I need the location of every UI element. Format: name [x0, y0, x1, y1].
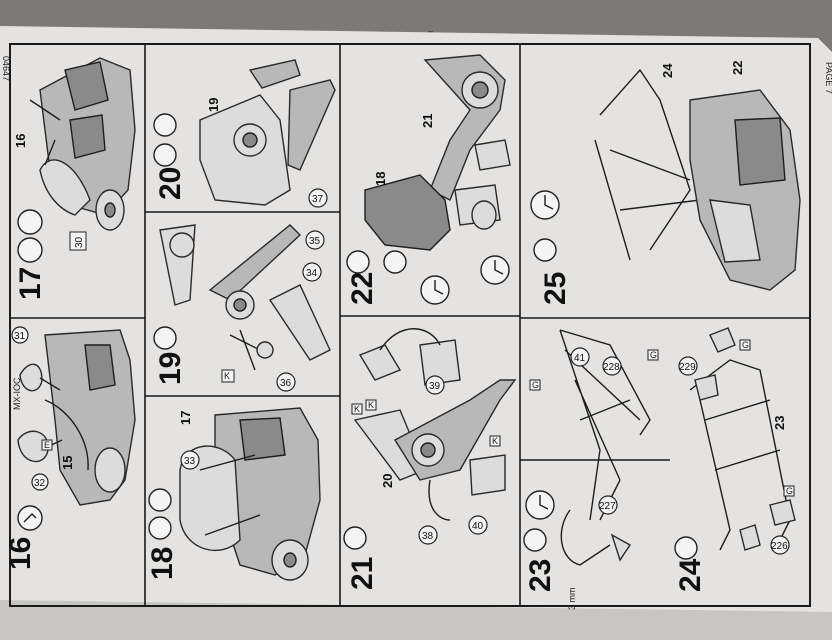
panel-40	[469, 454, 506, 496]
callout-226: 226	[771, 541, 788, 552]
stabilizer-34	[268, 284, 331, 361]
glue-icon	[17, 505, 43, 531]
decal-box-K: K	[224, 371, 230, 381]
callout-16: 16	[13, 134, 28, 148]
callout-33: 33	[184, 456, 196, 467]
skid-assembly	[559, 329, 651, 521]
callout-18: 18	[373, 172, 388, 186]
step-16: 16 31 32 15 MX-IOC E	[4, 326, 136, 570]
callout-36: 36	[280, 378, 292, 389]
callout-30: 30	[74, 236, 85, 248]
step-20: 20 37 19	[153, 59, 336, 208]
decal-box-K-1: K	[354, 404, 360, 414]
callout-15: 15	[60, 456, 75, 470]
callout-23: 23	[772, 416, 787, 430]
step-21: 21 39 38 40 20 K K K	[343, 328, 517, 590]
step-23: 23 41 228 227 3 mm G G	[523, 329, 659, 611]
callout-228: 228	[603, 362, 620, 373]
glue-icon	[533, 238, 557, 262]
step-19-number: 19	[154, 352, 187, 385]
callout-34: 34	[306, 268, 318, 279]
step-18: 18 17 33	[146, 407, 321, 581]
glue-icon	[148, 516, 172, 540]
callout-17: 17	[178, 411, 193, 425]
paint-icon	[153, 113, 177, 137]
top-mark: –	[428, 26, 433, 36]
callout-24: 24	[660, 63, 675, 78]
decal-box-K-3: K	[492, 436, 498, 446]
step-22: 22 21 18	[346, 54, 511, 305]
glue-icon	[674, 536, 698, 560]
callout-39: 39	[429, 381, 441, 392]
callout-31: 31	[14, 331, 26, 342]
glue-icon	[523, 528, 547, 552]
step-18-number: 18	[146, 547, 179, 580]
callout-227: 227	[599, 501, 616, 512]
decal-label: MX-IOC	[12, 377, 22, 410]
callout-20: 20	[380, 474, 395, 488]
tail-boom	[208, 224, 302, 301]
measure-label: 3 mm	[567, 588, 577, 611]
decal-box-G-1: G	[532, 380, 539, 390]
glue-icon	[343, 526, 367, 550]
paper-shadow	[0, 600, 832, 640]
callout-35: 35	[309, 236, 321, 247]
decal-box-K-2: K	[368, 400, 374, 410]
step-22-number: 22	[346, 272, 379, 305]
code-label: 04647	[1, 56, 11, 81]
callout-32: 32	[34, 478, 46, 489]
step-19: 19 35 34 36 K	[153, 224, 331, 392]
callout-37: 37	[312, 194, 324, 205]
glue-icon	[17, 237, 43, 263]
callout-40: 40	[472, 521, 484, 532]
callout-229: 229	[679, 362, 696, 373]
callout-19: 19	[206, 98, 221, 112]
tail-boom-37	[287, 79, 336, 171]
fuselage-18	[364, 174, 451, 251]
step-17-number: 17	[14, 267, 47, 300]
step-16-number: 16	[4, 537, 37, 570]
callout-41: 41	[574, 353, 586, 364]
step-24-number: 24	[674, 558, 707, 592]
paint-icon	[17, 209, 43, 235]
canopy-part-33	[179, 445, 241, 551]
step-24: 24 229 23 226 G G	[674, 327, 796, 592]
step-20-number: 20	[154, 167, 187, 200]
skid-assembly-23	[689, 359, 791, 551]
panel-border	[9, 43, 811, 607]
callout-22: 22	[730, 61, 745, 75]
rotor-hub-36	[256, 341, 274, 359]
decal-box-G-1: G	[742, 340, 749, 350]
callout-38: 38	[422, 531, 434, 542]
glue-icon	[346, 250, 370, 274]
callout-21: 21	[420, 114, 435, 128]
step-17: 17 16 30	[13, 57, 136, 300]
glue-icon	[153, 326, 177, 350]
step-25: 25 24 22	[530, 61, 801, 305]
decal-box-G-2: G	[786, 486, 793, 496]
decal-box-G-2: G	[650, 350, 657, 360]
skid-assembly-24	[594, 68, 701, 261]
panel-39	[419, 339, 461, 386]
step-25-number: 25	[539, 272, 572, 305]
step-23-number: 23	[524, 559, 557, 592]
step-21-number: 21	[346, 557, 379, 590]
decal-box-E: E	[44, 440, 50, 450]
page-label: PAGE 7	[824, 62, 832, 94]
paint-icon	[148, 488, 172, 512]
paint-icon	[383, 250, 407, 274]
glue-icon	[153, 143, 177, 167]
